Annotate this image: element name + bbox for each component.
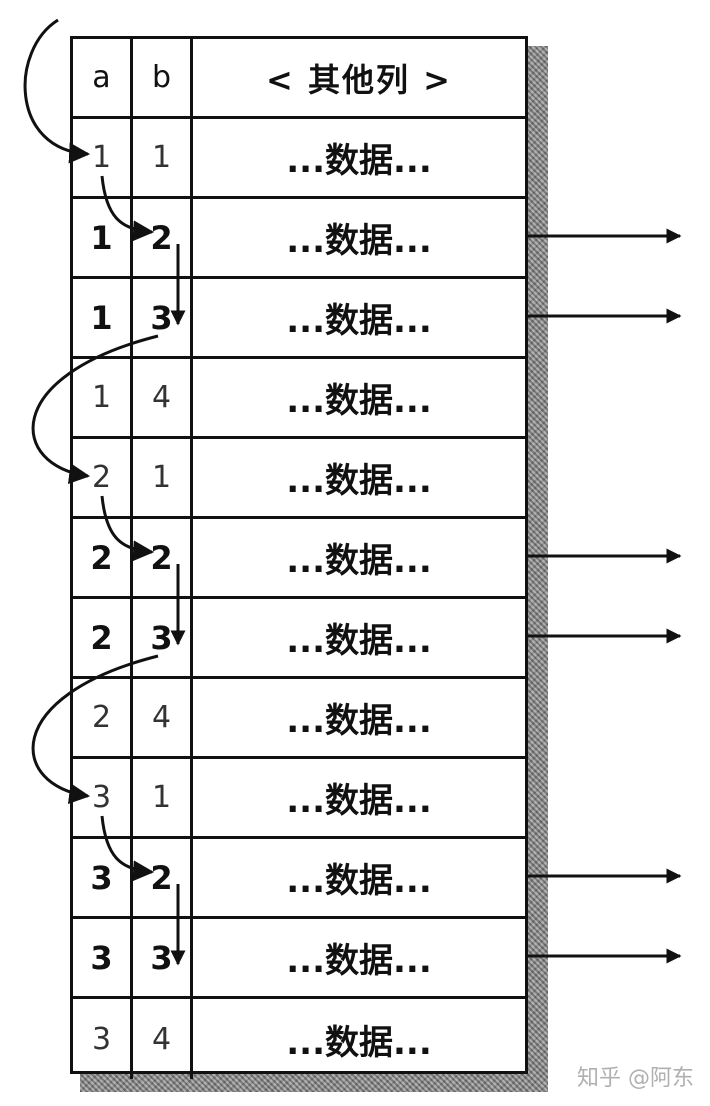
cell-data: ...数据... [193,359,525,439]
cell-a: 2 [73,679,133,759]
cell-a: 1 [73,279,133,359]
cell-b: 1 [133,439,193,519]
cell-data: ...数据... [193,759,525,839]
cell-a: 3 [73,759,133,839]
cell-a: 2 [73,439,133,519]
cell-data: ...数据... [193,519,525,599]
cell-b: 2 [133,519,193,599]
watermark-text: 知乎 @阿东 [577,1066,694,1091]
cell-data: ...数据... [193,119,525,199]
header-col-other: < 其他列 > [193,39,525,119]
cell-b: 4 [133,679,193,759]
cell-data: ...数据... [193,919,525,999]
cell-a: 1 [73,359,133,439]
cell-b: 4 [133,999,193,1079]
cell-data: ...数据... [193,599,525,679]
cell-b: 1 [133,759,193,839]
cell-a: 3 [73,839,133,919]
cell-b: 3 [133,599,193,679]
cell-a: 2 [73,599,133,679]
cell-b: 2 [133,199,193,279]
cell-a: 3 [73,999,133,1079]
cell-b: 3 [133,919,193,999]
header-col-b: b [133,39,193,119]
cell-b: 1 [133,119,193,199]
cell-b: 4 [133,359,193,439]
cell-b: 3 [133,279,193,359]
cell-data: ...数据... [193,839,525,919]
cell-data: ...数据... [193,279,525,359]
cell-data: ...数据... [193,439,525,519]
cell-data: ...数据... [193,679,525,759]
cell-a: 1 [73,199,133,279]
header-col-a: a [73,39,133,119]
cell-a: 1 [73,119,133,199]
cell-data: ...数据... [286,1022,432,1063]
cell-data: ...数据... [193,199,525,279]
cell-a: 2 [73,519,133,599]
cell-a: 3 [73,919,133,999]
cell-b: 2 [133,839,193,919]
